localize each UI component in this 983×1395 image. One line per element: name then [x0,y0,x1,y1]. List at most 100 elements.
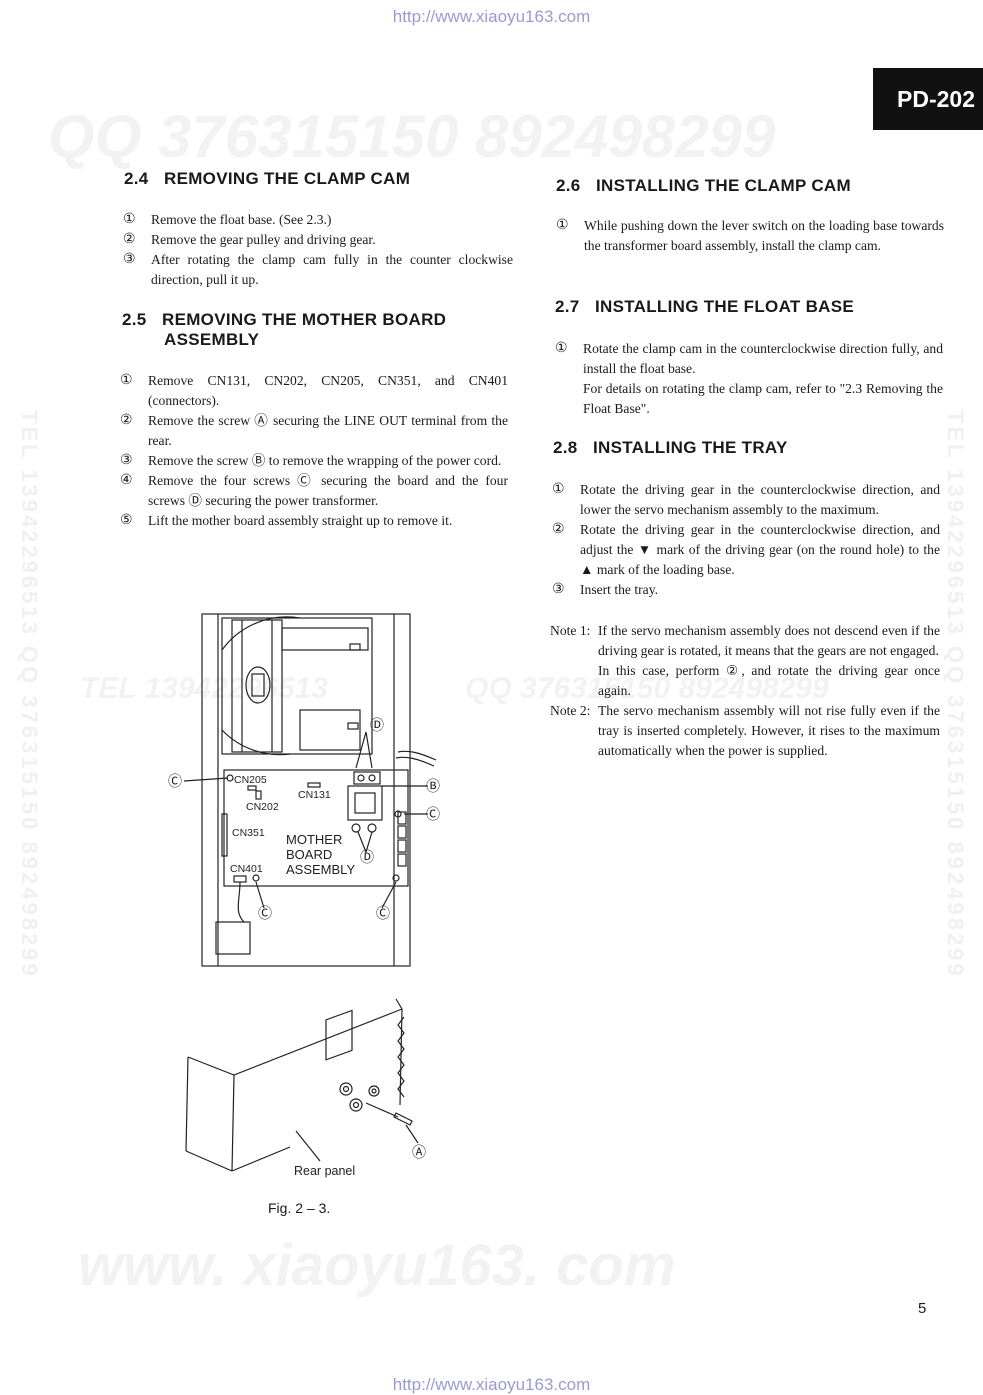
label-cn131: CN131 [298,789,331,801]
screw-c-icon [392,874,400,882]
note-label: Note 2: [550,703,591,718]
section-2-6-steps: ① While pushing down the lever switch on … [556,216,944,256]
section-title: INSTALLING THE TRAY [593,438,788,457]
step-text: Rotate the clamp cam in the counterclock… [583,339,943,419]
spindle-icon [245,666,271,704]
step-number: ② [120,413,133,428]
watermark-www: www. xiaoyu163. com [78,1233,676,1298]
step-number: ③ [123,252,136,267]
section-2-4-steps: ① Remove the float base. (See 2.3.) ② Remo… [123,210,513,290]
section-title-line-2: ASSEMBLY [164,330,260,349]
screw-c-icon [252,874,260,882]
power-block [215,921,251,955]
step-text: Remove the gear pulley and driving gear. [151,232,376,247]
section-number: 2.4 [124,169,149,188]
mark-d: Ⓓ [370,717,384,733]
mark-c: Ⓒ [426,806,440,822]
step: ④ Remove the four screws Ⓒ securing the b… [120,471,508,511]
step: ① Remove the float base. (See 2.3.) [123,210,513,230]
section-number: 2.8 [553,438,578,457]
screw-d-icon [367,823,377,833]
step-text: Remove the float base. (See 2.3.) [151,212,332,227]
note-text-detail: In this case, perform ②, and rotate the … [598,663,940,698]
mark-d: Ⓓ [360,849,374,865]
watermark-vertical-right: TEL 13942296513 QQ 376315150 892498299 [943,410,968,979]
section-title: INSTALLING THE CLAMP CAM [596,176,851,195]
section-title: INSTALLING THE FLOAT BASE [595,297,855,316]
note: Note 2: The servo mechanism assembly will… [550,701,940,761]
section-2-8-notes: Note 1: If the servo mechanism assembly d… [550,621,940,761]
screw-a-icon [393,1112,413,1126]
mark-c: Ⓒ [258,905,272,921]
step-text: Remove the screw Ⓑ to remove the wrappin… [148,453,502,468]
mark-a: Ⓐ [412,1144,426,1160]
section-title: REMOVING THE MOTHER BOARD [162,310,447,329]
step-number: ① [556,218,569,233]
step: ③ Insert the tray. [552,580,940,600]
source-url-top[interactable]: http://www.xiaoyu163.com [392,7,591,26]
mother-board[interactable] [223,769,409,887]
note: Note 1: If the servo mechanism assembly d… [550,621,940,701]
chassis-outline [201,613,411,967]
step: ① Rotate the driving gear in the counterc… [552,480,940,520]
step-number: ③ [552,582,565,597]
mark-c: Ⓒ [168,773,182,789]
board-label: BOARD [286,847,332,862]
page-number: 5 [918,1300,927,1317]
line-out-terminal[interactable] [325,1009,353,1061]
label-cn401: CN401 [230,863,263,875]
step-text: Remove the four screws Ⓒ securing the bo… [148,473,508,508]
section-2-7-steps: ① Rotate the clamp cam in the countercloc… [555,339,943,419]
label-cn205: CN205 [234,774,267,786]
step: ① Rotate the clamp cam in the countercloc… [555,339,943,419]
step-text: Rotate the driving gear in the countercl… [580,522,940,577]
label-cn202: CN202 [246,801,279,813]
watermark-qq: QQ 376315150 892498299 [48,103,776,170]
mother-board-diagram: CN205 CN202 CN131 CN351 CN401 MOTHER BOA… [168,613,440,967]
loading-mechanism [221,617,373,755]
watermark-vertical-left: TEL 13942296513 QQ 376315150 892498299 [17,410,42,979]
section-2-8-heading: 2.8 INSTALLING THE TRAY [553,438,788,458]
step-text-detail: For details on rotating the clamp cam, r… [583,381,943,416]
board-label: MOTHER [286,832,342,847]
step-number: ① [123,212,136,227]
rear-panel-label: Rear panel [294,1164,355,1178]
step-text: After rotating the clamp cam fully in th… [151,252,513,287]
note-text: If the servo mechanism assembly does not… [598,621,940,701]
step-number: ⑤ [120,513,133,528]
step-text: While pushing down the lever switch on t… [584,218,944,253]
step-text: Remove CN131, CN202, CN205, CN351, and C… [148,373,508,408]
step: ② Remove the gear pulley and driving gear… [123,230,513,250]
step-number: ② [123,232,136,247]
step-text: Insert the tray. [580,582,659,597]
step: ② Remove the screw Ⓐ securing the LINE OU… [120,411,508,451]
section-number: 2.7 [555,297,580,316]
step: ① While pushing down the lever switch on … [556,216,944,256]
mark-c: Ⓒ [376,905,390,921]
section-number: 2.5 [122,310,147,329]
screw-d-icon [351,823,361,833]
mark-b: Ⓑ [426,778,440,794]
step-number: ① [552,482,565,497]
section-2-5-heading: 2.5 REMOVING THE MOTHER BOARD ASSEMBLY [122,310,512,350]
step-text: Rotate the driving gear in the countercl… [580,482,940,517]
note-text: The servo mechanism assembly will not ri… [598,703,940,758]
model-tag: PD-202 [873,68,983,130]
step-text-main: Rotate the clamp cam in the counterclock… [583,341,943,376]
label-cn351: CN351 [232,827,265,839]
rear-panel-diagram: Ⓐ Rear panel [185,998,426,1178]
source-url-bottom[interactable]: http://www.xiaoyu163.com [392,1375,591,1394]
step-number: ④ [120,473,133,488]
step: ③ After rotating the clamp cam fully in t… [123,250,513,290]
step-text: Lift the mother board assembly straight … [148,513,453,528]
step-number: ③ [120,453,133,468]
note-label: Note 1: [550,623,591,638]
step-number: ① [555,341,568,356]
note-text-main: If the servo mechanism assembly does not… [598,623,940,658]
step-text: Remove the screw Ⓐ securing the LINE OUT… [148,413,508,448]
